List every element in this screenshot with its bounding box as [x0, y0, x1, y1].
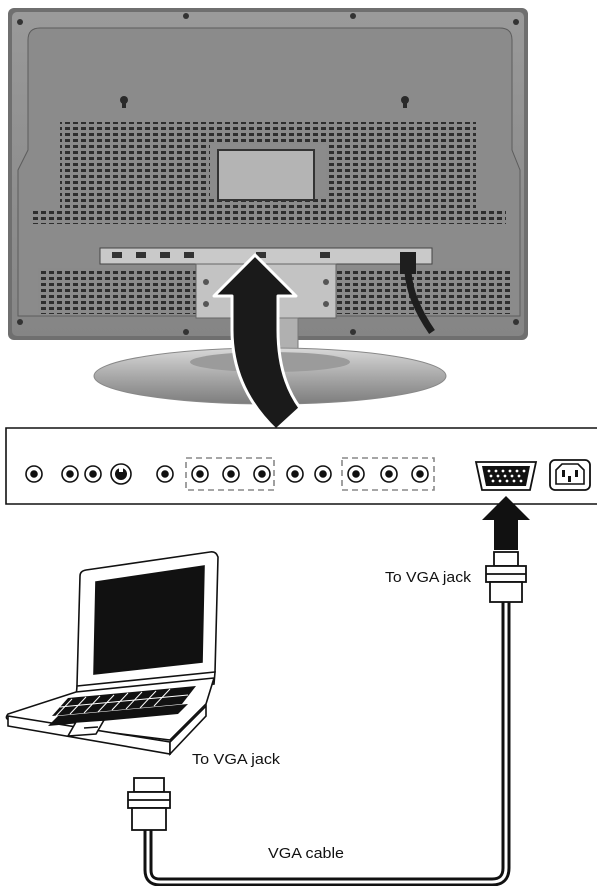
s-video-jack	[111, 464, 131, 484]
vga-plug-laptop	[128, 778, 170, 830]
connector-panel	[6, 428, 597, 504]
label-laptop-vga-jack: To VGA jack	[192, 751, 281, 768]
laptop	[6, 552, 218, 754]
label-tv-vga-jack: To VGA jack	[385, 569, 472, 586]
vga-plug-tv	[486, 552, 526, 602]
ac-power-inlet	[550, 460, 590, 490]
label-vga-cable: VGA cable	[268, 845, 344, 862]
vga-port-tv	[476, 462, 536, 490]
